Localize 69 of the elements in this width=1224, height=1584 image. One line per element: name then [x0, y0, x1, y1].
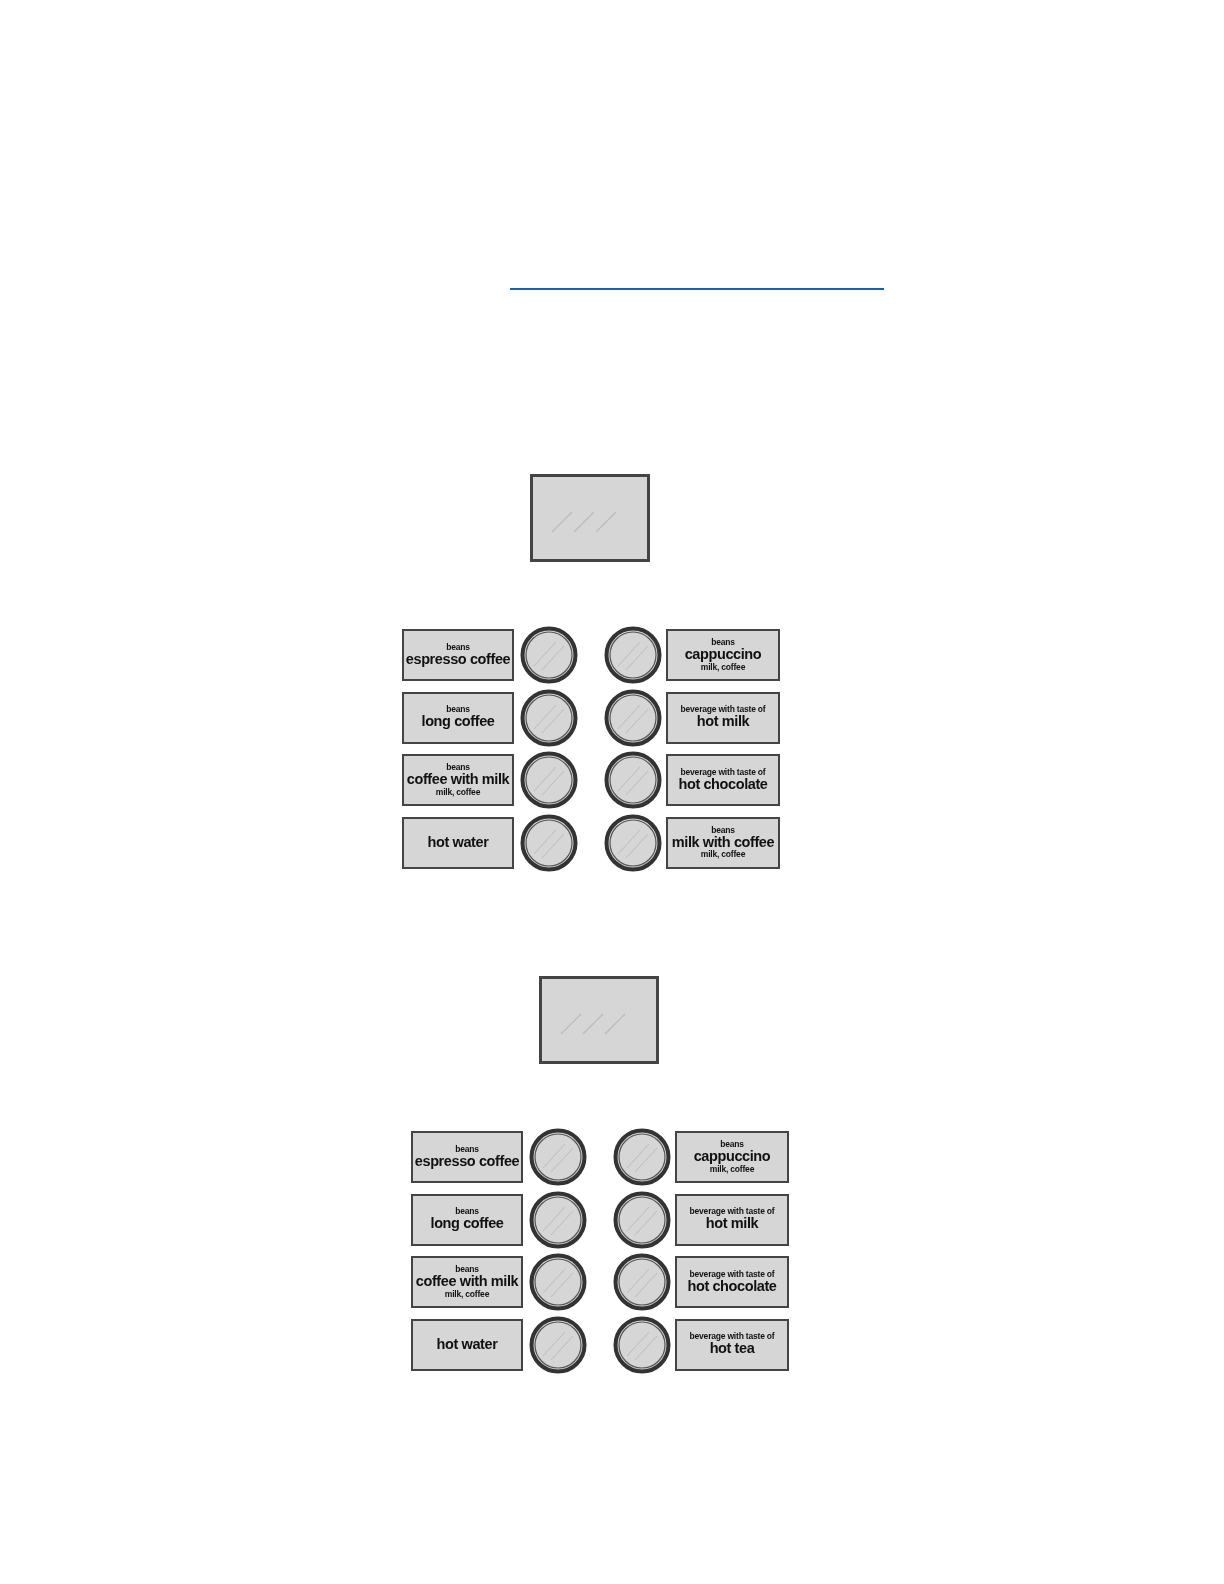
- label-note: beans: [711, 825, 735, 835]
- beverage-label: [675, 1131, 789, 1183]
- label-note: beans: [455, 1265, 479, 1275]
- label-note: beverage with taste of: [689, 1269, 775, 1279]
- push-button: [520, 688, 578, 747]
- push-button: [613, 1253, 671, 1311]
- label-note: beans: [711, 638, 735, 648]
- label-note: beans: [720, 1140, 744, 1150]
- beverage-name: hot chocolate: [678, 776, 768, 793]
- push-button: [604, 626, 662, 684]
- beverage-name: coffee with milk: [415, 1274, 519, 1290]
- beverage-name: hot chocolate: [687, 1278, 777, 1295]
- beverage-label: [675, 1256, 789, 1308]
- beverage-name: hot milk: [696, 714, 750, 730]
- beverage-label: [402, 691, 514, 744]
- beverage-label: [666, 754, 780, 806]
- beverage-label: [675, 1193, 789, 1246]
- push-button: [604, 751, 662, 809]
- beverage-name: hot water: [436, 1336, 498, 1353]
- beverage-label: [402, 754, 514, 806]
- beverage-label: [402, 816, 514, 869]
- beverage-label: [666, 629, 780, 681]
- label-note: beverage with taste of: [680, 705, 766, 715]
- label-note: beverage with taste of: [689, 1332, 775, 1342]
- display-screen: [530, 474, 650, 562]
- beverage-name: hot milk: [705, 1216, 759, 1232]
- beverage-label: [666, 816, 780, 869]
- beverage-name: coffee with milk: [406, 772, 510, 788]
- beverage-name: cappuccino: [693, 1149, 771, 1165]
- beverage-label: [666, 691, 780, 744]
- push-button: [613, 1128, 671, 1186]
- push-button: [520, 813, 578, 872]
- push-button: [520, 626, 578, 684]
- label-note: beans: [446, 763, 470, 773]
- push-button: [529, 1190, 587, 1249]
- beverage-name: hot water: [427, 834, 489, 851]
- display-screen: [539, 976, 659, 1064]
- beverage-label: [402, 629, 514, 681]
- label-note: beans: [455, 1144, 479, 1154]
- label-note: beans: [455, 1207, 479, 1217]
- beverage-label: [411, 1256, 523, 1308]
- beverage-label: [675, 1318, 789, 1371]
- label-note: milk, coffee: [444, 1289, 490, 1299]
- beverage-name: milk with coffee: [671, 834, 775, 850]
- beverage-name: espresso coffee: [405, 651, 511, 668]
- push-button: [613, 1315, 671, 1374]
- label-note: milk, coffee: [700, 850, 746, 860]
- beverage-name: hot tea: [709, 1341, 755, 1357]
- beverage-label: [411, 1131, 523, 1183]
- label-note: beverage with taste of: [680, 767, 766, 777]
- beverage-name: long coffee: [421, 714, 495, 730]
- push-button: [604, 688, 662, 747]
- push-button: [613, 1190, 671, 1249]
- beverage-label: [411, 1318, 523, 1371]
- label-note: milk, coffee: [435, 787, 481, 797]
- push-button: [529, 1253, 587, 1311]
- label-note: milk, coffee: [709, 1164, 755, 1174]
- label-note: beverage with taste of: [689, 1207, 775, 1217]
- label-note: beans: [446, 642, 470, 652]
- push-button: [604, 813, 662, 872]
- beverage-name: cappuccino: [684, 647, 762, 663]
- beverage-label: [411, 1193, 523, 1246]
- beverage-name: espresso coffee: [414, 1153, 520, 1170]
- push-button: [520, 751, 578, 809]
- beverage-name: long coffee: [430, 1216, 504, 1232]
- push-button: [529, 1315, 587, 1374]
- label-note: beans: [446, 705, 470, 715]
- label-note: milk, coffee: [700, 662, 746, 672]
- push-button: [529, 1128, 587, 1186]
